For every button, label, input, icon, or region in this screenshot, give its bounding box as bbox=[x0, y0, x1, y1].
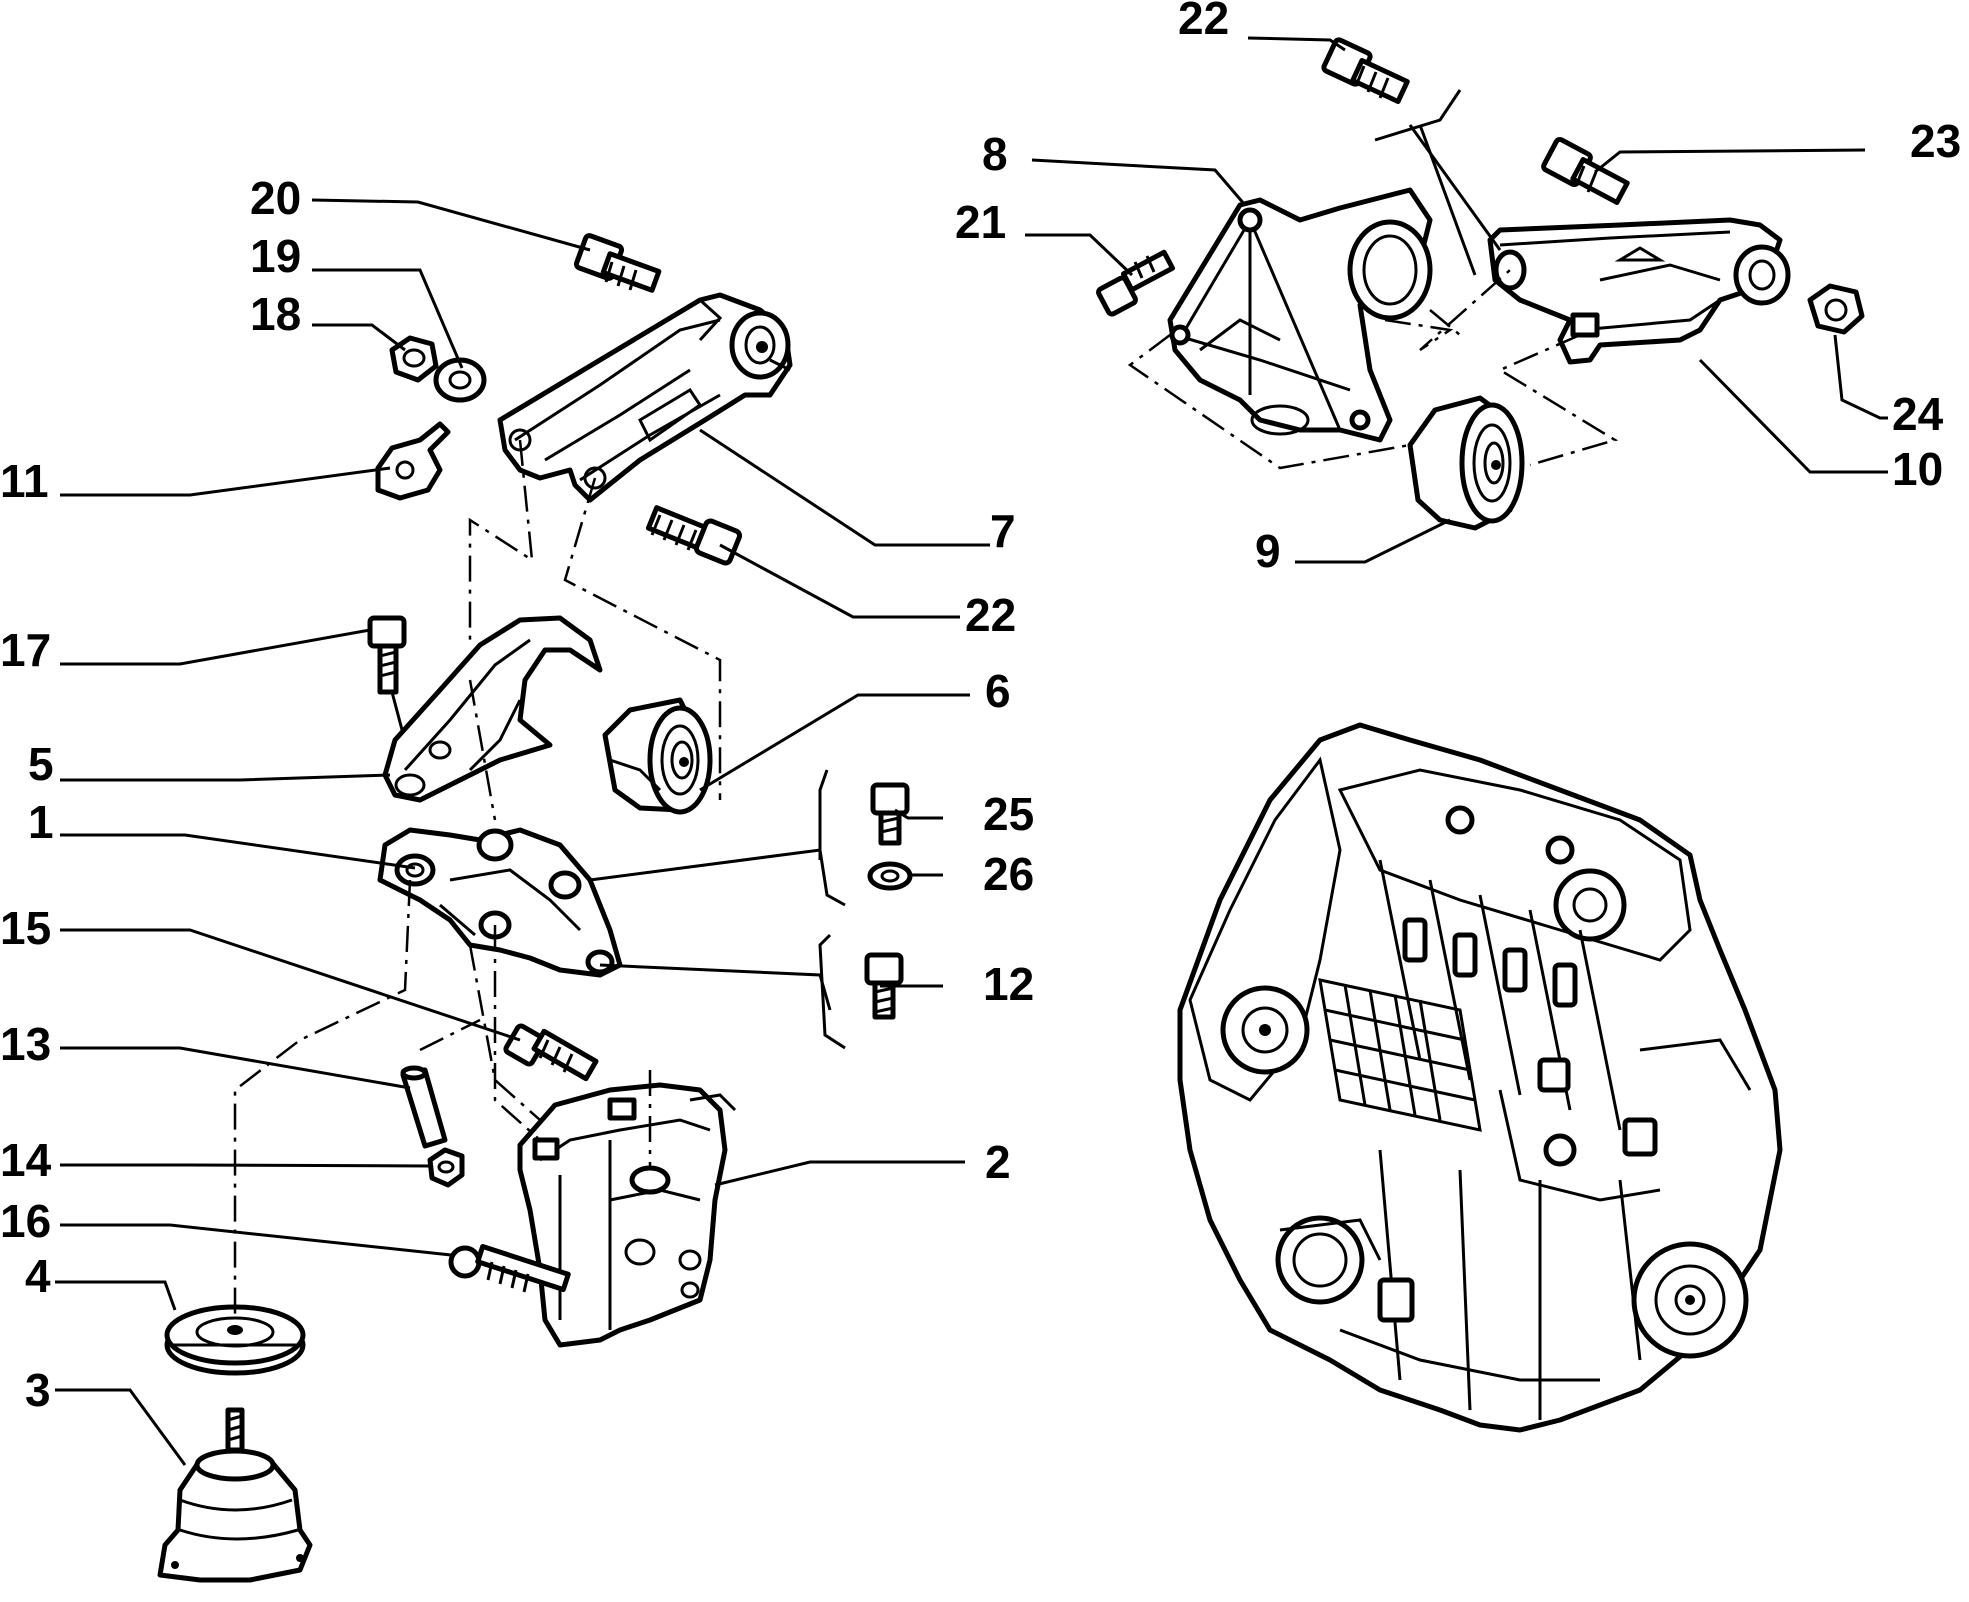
engine-overview bbox=[1177, 722, 1783, 1433]
bracket-2 bbox=[517, 1082, 737, 1348]
silent-block-6 bbox=[602, 697, 713, 815]
callout-22-top: 22 bbox=[1178, 0, 1229, 44]
bolt-23 bbox=[1541, 136, 1630, 205]
bracket-lines-top bbox=[1374, 89, 1502, 276]
callout-9: 9 bbox=[1255, 525, 1281, 577]
callout-13: 13 bbox=[0, 1018, 51, 1070]
callout-24: 24 bbox=[1892, 388, 1944, 440]
callout-8: 8 bbox=[982, 128, 1008, 180]
bolt-16 bbox=[448, 1243, 571, 1293]
stud-13 bbox=[400, 1065, 448, 1149]
bolt-20 bbox=[573, 233, 662, 293]
mount-3 bbox=[157, 1407, 313, 1583]
silent-block-9 bbox=[1407, 395, 1525, 531]
callout-labels: 22 23 8 21 24 10 9 20 19 18 11 7 22 17 6… bbox=[0, 0, 1961, 1416]
callout-10: 10 bbox=[1892, 443, 1943, 495]
callout-11: 11 bbox=[0, 455, 49, 507]
callout-20: 20 bbox=[250, 172, 301, 224]
assembly-lines-right bbox=[1127, 269, 1619, 470]
callout-22-left: 22 bbox=[965, 589, 1016, 641]
callout-12: 12 bbox=[983, 958, 1034, 1010]
callout-17: 17 bbox=[0, 624, 51, 676]
callout-2: 2 bbox=[985, 1136, 1011, 1188]
callout-23: 23 bbox=[1910, 115, 1961, 167]
nut-14 bbox=[427, 1147, 465, 1188]
bolt-21 bbox=[1096, 249, 1176, 317]
bolt-12 bbox=[864, 952, 904, 1020]
plate-4 bbox=[164, 1304, 306, 1376]
bracket-8 bbox=[1167, 187, 1433, 443]
callout-1: 1 bbox=[28, 796, 54, 848]
bracket-lines-right bbox=[589, 769, 846, 1050]
callout-26: 26 bbox=[983, 848, 1034, 900]
callout-25: 25 bbox=[983, 788, 1034, 840]
callout-21: 21 bbox=[955, 196, 1006, 248]
bolt-25 bbox=[870, 782, 910, 846]
callout-16: 16 bbox=[0, 1195, 51, 1247]
bolt-15 bbox=[503, 1023, 599, 1082]
leader-lines bbox=[55, 36, 1888, 1466]
callout-18: 18 bbox=[250, 288, 301, 340]
bracket-7 bbox=[497, 292, 793, 503]
bracket-1 bbox=[377, 827, 623, 978]
callout-4: 4 bbox=[25, 1250, 51, 1302]
nut-24 bbox=[1807, 283, 1865, 335]
washer-26 bbox=[867, 861, 913, 891]
callout-6: 6 bbox=[985, 665, 1011, 717]
callout-19: 19 bbox=[250, 230, 301, 282]
callout-7: 7 bbox=[990, 505, 1016, 557]
bracket-5 bbox=[382, 615, 603, 803]
clip-11 bbox=[375, 421, 451, 501]
callout-14: 14 bbox=[0, 1134, 52, 1186]
bracket-10 bbox=[1487, 217, 1791, 365]
callout-3: 3 bbox=[25, 1364, 51, 1416]
bolt-22-left bbox=[645, 505, 743, 566]
bolt-22-top bbox=[1321, 37, 1410, 105]
callout-5: 5 bbox=[28, 738, 54, 790]
callout-15: 15 bbox=[0, 902, 51, 954]
